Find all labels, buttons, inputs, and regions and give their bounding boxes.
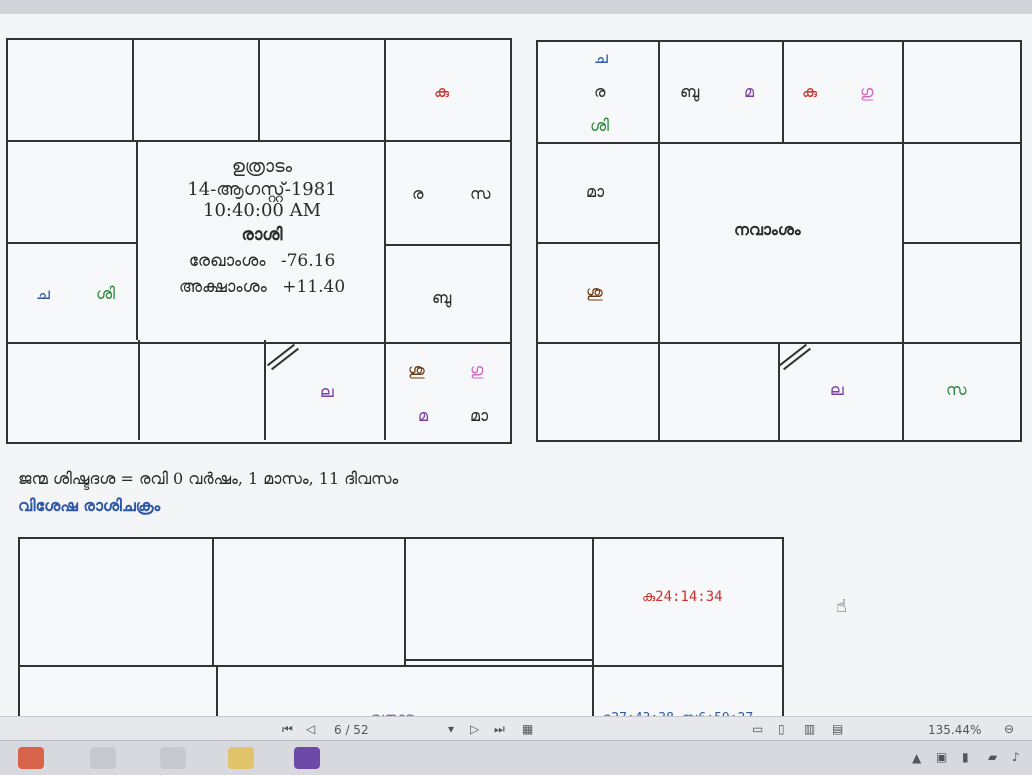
next-page-icon[interactable]: ▷ xyxy=(470,722,480,736)
prev-page-icon[interactable]: ◁ xyxy=(306,722,316,736)
planet-label: ശു xyxy=(586,282,603,301)
special-cell-text: കു24:14:34 xyxy=(642,589,723,605)
planet-label: ര xyxy=(594,82,606,101)
latitude-label: അക്ഷാംശം xyxy=(178,277,267,297)
page-indicator[interactable]: 6 / 52 xyxy=(334,723,369,737)
taskbar: ▲ ▣ ▮ ▰ ♪ xyxy=(0,740,1032,775)
latitude-value: +11.40 xyxy=(282,277,346,297)
last-page-icon[interactable]: ⏭ xyxy=(494,722,505,736)
first-page-icon[interactable]: ⏮ xyxy=(282,722,293,736)
document-page: കു ര സ ച ശി ബു ല ശു ഗു മ മാ ഉത്രാടം 14-ആ… xyxy=(0,14,1032,741)
home-icon[interactable] xyxy=(90,747,116,769)
planet-label: സ xyxy=(946,380,967,399)
planet-label: ഗു xyxy=(470,360,484,379)
planet-label: ഗു xyxy=(860,82,874,101)
zoom-out-icon[interactable]: ⊖ xyxy=(1004,722,1015,736)
planet-label: സ xyxy=(470,184,491,203)
zoom-level[interactable]: 135.44% xyxy=(928,723,982,737)
longitude-value: -76.16 xyxy=(280,251,336,271)
special-chart: കു24:14:34 ഉത്രാടം ര27:43:38 സ6:59:27 xyxy=(18,537,784,741)
wifi-icon[interactable] xyxy=(160,747,186,769)
view-book-icon[interactable]: ▤ xyxy=(832,722,844,736)
hand-cursor-icon: ☝ xyxy=(836,596,847,617)
volume-icon[interactable]: ♪ xyxy=(1012,750,1020,764)
viewer-toolbar: ⏮ ◁ 6 / 52 ▾ ▷ ⏭ ▦ ▭ ▯ ▥ ▤ 135.44% ⊖ xyxy=(0,716,1032,741)
special-chart-title: വിശേഷ രാശിചക്രം xyxy=(18,496,161,515)
birth-time: 10:40:00 AM xyxy=(203,200,321,221)
planet-label: ബു xyxy=(432,288,452,307)
app-icon[interactable] xyxy=(18,747,44,769)
dasa-balance: ജന്മ ശിഷ്ടദശ = രവി 0 വർഷം, 1 മാസം, 11 ദി… xyxy=(18,469,399,488)
planet-label: ച xyxy=(36,284,50,303)
window-top-bar xyxy=(0,0,1032,15)
folder-icon[interactable] xyxy=(228,747,254,769)
tray-up-icon[interactable]: ▲ xyxy=(912,751,922,765)
planet-label: ബു xyxy=(680,82,700,101)
planet-label: മ xyxy=(744,82,755,101)
planet-label: കു xyxy=(434,82,450,101)
planet-label: ര xyxy=(412,184,424,203)
view-continuous-icon[interactable]: ▯ xyxy=(778,722,785,736)
birth-date: 14-ആഗസ്റ്റ്-1981 xyxy=(187,179,337,200)
longitude-label: രേഖാംശം xyxy=(188,251,266,271)
planet-label: മ xyxy=(418,406,429,425)
planet-label: മാ xyxy=(470,406,489,425)
signal-icon[interactable]: ▰ xyxy=(988,750,998,764)
rasi-chart: കു ര സ ച ശി ബു ല ശു ഗു മ മാ ഉത്രാടം 14-ആ… xyxy=(6,38,512,444)
battery-icon[interactable]: ▮ xyxy=(962,750,969,764)
planet-label: ല xyxy=(830,380,844,399)
document-viewer-icon[interactable] xyxy=(294,747,320,769)
view-single-icon[interactable]: ▭ xyxy=(752,722,764,736)
birth-star: ഉത്രാടം xyxy=(231,156,293,177)
network-icon[interactable]: ▣ xyxy=(936,750,948,764)
planet-label: ശി xyxy=(96,284,115,303)
fit-page-icon[interactable]: ▦ xyxy=(522,722,534,736)
planet-label: ശു xyxy=(408,360,425,379)
navamsa-label: നവാംശം xyxy=(734,220,801,239)
planet-label: മാ xyxy=(586,182,605,201)
planet-label: ശി xyxy=(590,116,609,135)
planet-label: ച xyxy=(594,48,608,67)
planet-label: കു xyxy=(802,82,818,101)
view-two-page-icon[interactable]: ▥ xyxy=(804,722,816,736)
navamsa-chart: ച ര ശി ബു മ കു ഗു മാ ശു ല സ നവാംശം xyxy=(536,40,1022,442)
dropdown-icon[interactable]: ▾ xyxy=(448,722,455,736)
planet-label: ല xyxy=(320,382,334,401)
rasi-label: രാശി xyxy=(241,225,283,245)
